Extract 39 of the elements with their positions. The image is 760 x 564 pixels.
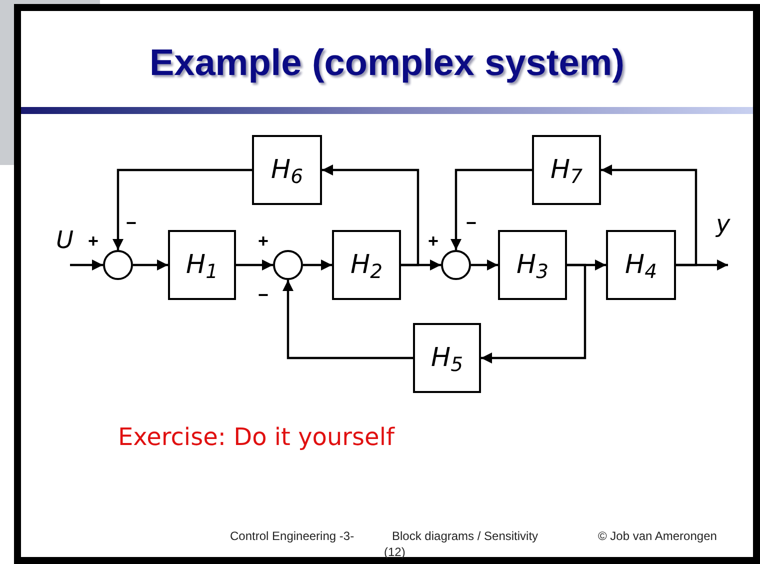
transfer-block (532, 135, 601, 205)
sign-label: + (258, 232, 269, 250)
footer-text: Block diagrams / Sensitivity (392, 529, 538, 544)
sign-label: + (428, 232, 439, 250)
copyright-text: © Job van Amerongen (598, 529, 717, 544)
signal-label: y (716, 212, 730, 236)
block-label: H$_{7}$ (550, 157, 582, 183)
sign-label: + (88, 232, 99, 250)
signal-arrow (481, 264, 586, 364)
signal-arrow (450, 168, 532, 250)
block-label: H$_{5}$ (431, 345, 463, 371)
block-label: H$_{6}$ (271, 157, 303, 183)
sign-label: − (466, 214, 477, 232)
signal-arrow (112, 168, 252, 250)
footer-text: Control Engineering -3- (230, 529, 354, 544)
signal-arrow (322, 164, 420, 266)
block-label: H$_{4}$ (625, 252, 657, 278)
exercise-note: Exercise: Do it yourself (118, 422, 394, 452)
title: Example (complex system) (149, 41, 625, 85)
signal-arrow (303, 260, 332, 270)
signal-label: U (56, 228, 74, 252)
sign-label: − (258, 286, 269, 304)
signal-arrow (70, 260, 103, 270)
signal-arrow (601, 164, 698, 266)
transfer-block (332, 230, 401, 300)
transfer-block (413, 323, 481, 393)
signal-arrow (282, 280, 413, 360)
transfer-block (252, 135, 322, 205)
block-label: H$_{3}$ (516, 252, 548, 278)
page-number: (12) (384, 545, 406, 560)
sign-label: − (126, 214, 137, 232)
transfer-block (168, 230, 236, 300)
signal-arrow (471, 260, 498, 270)
transfer-block (498, 230, 567, 300)
block-label: H$_{1}$ (186, 252, 218, 278)
signal-arrow (133, 260, 168, 270)
signal-arrow (236, 260, 273, 270)
block-label: H$_{2}$ (350, 252, 382, 278)
transfer-block (606, 230, 676, 300)
